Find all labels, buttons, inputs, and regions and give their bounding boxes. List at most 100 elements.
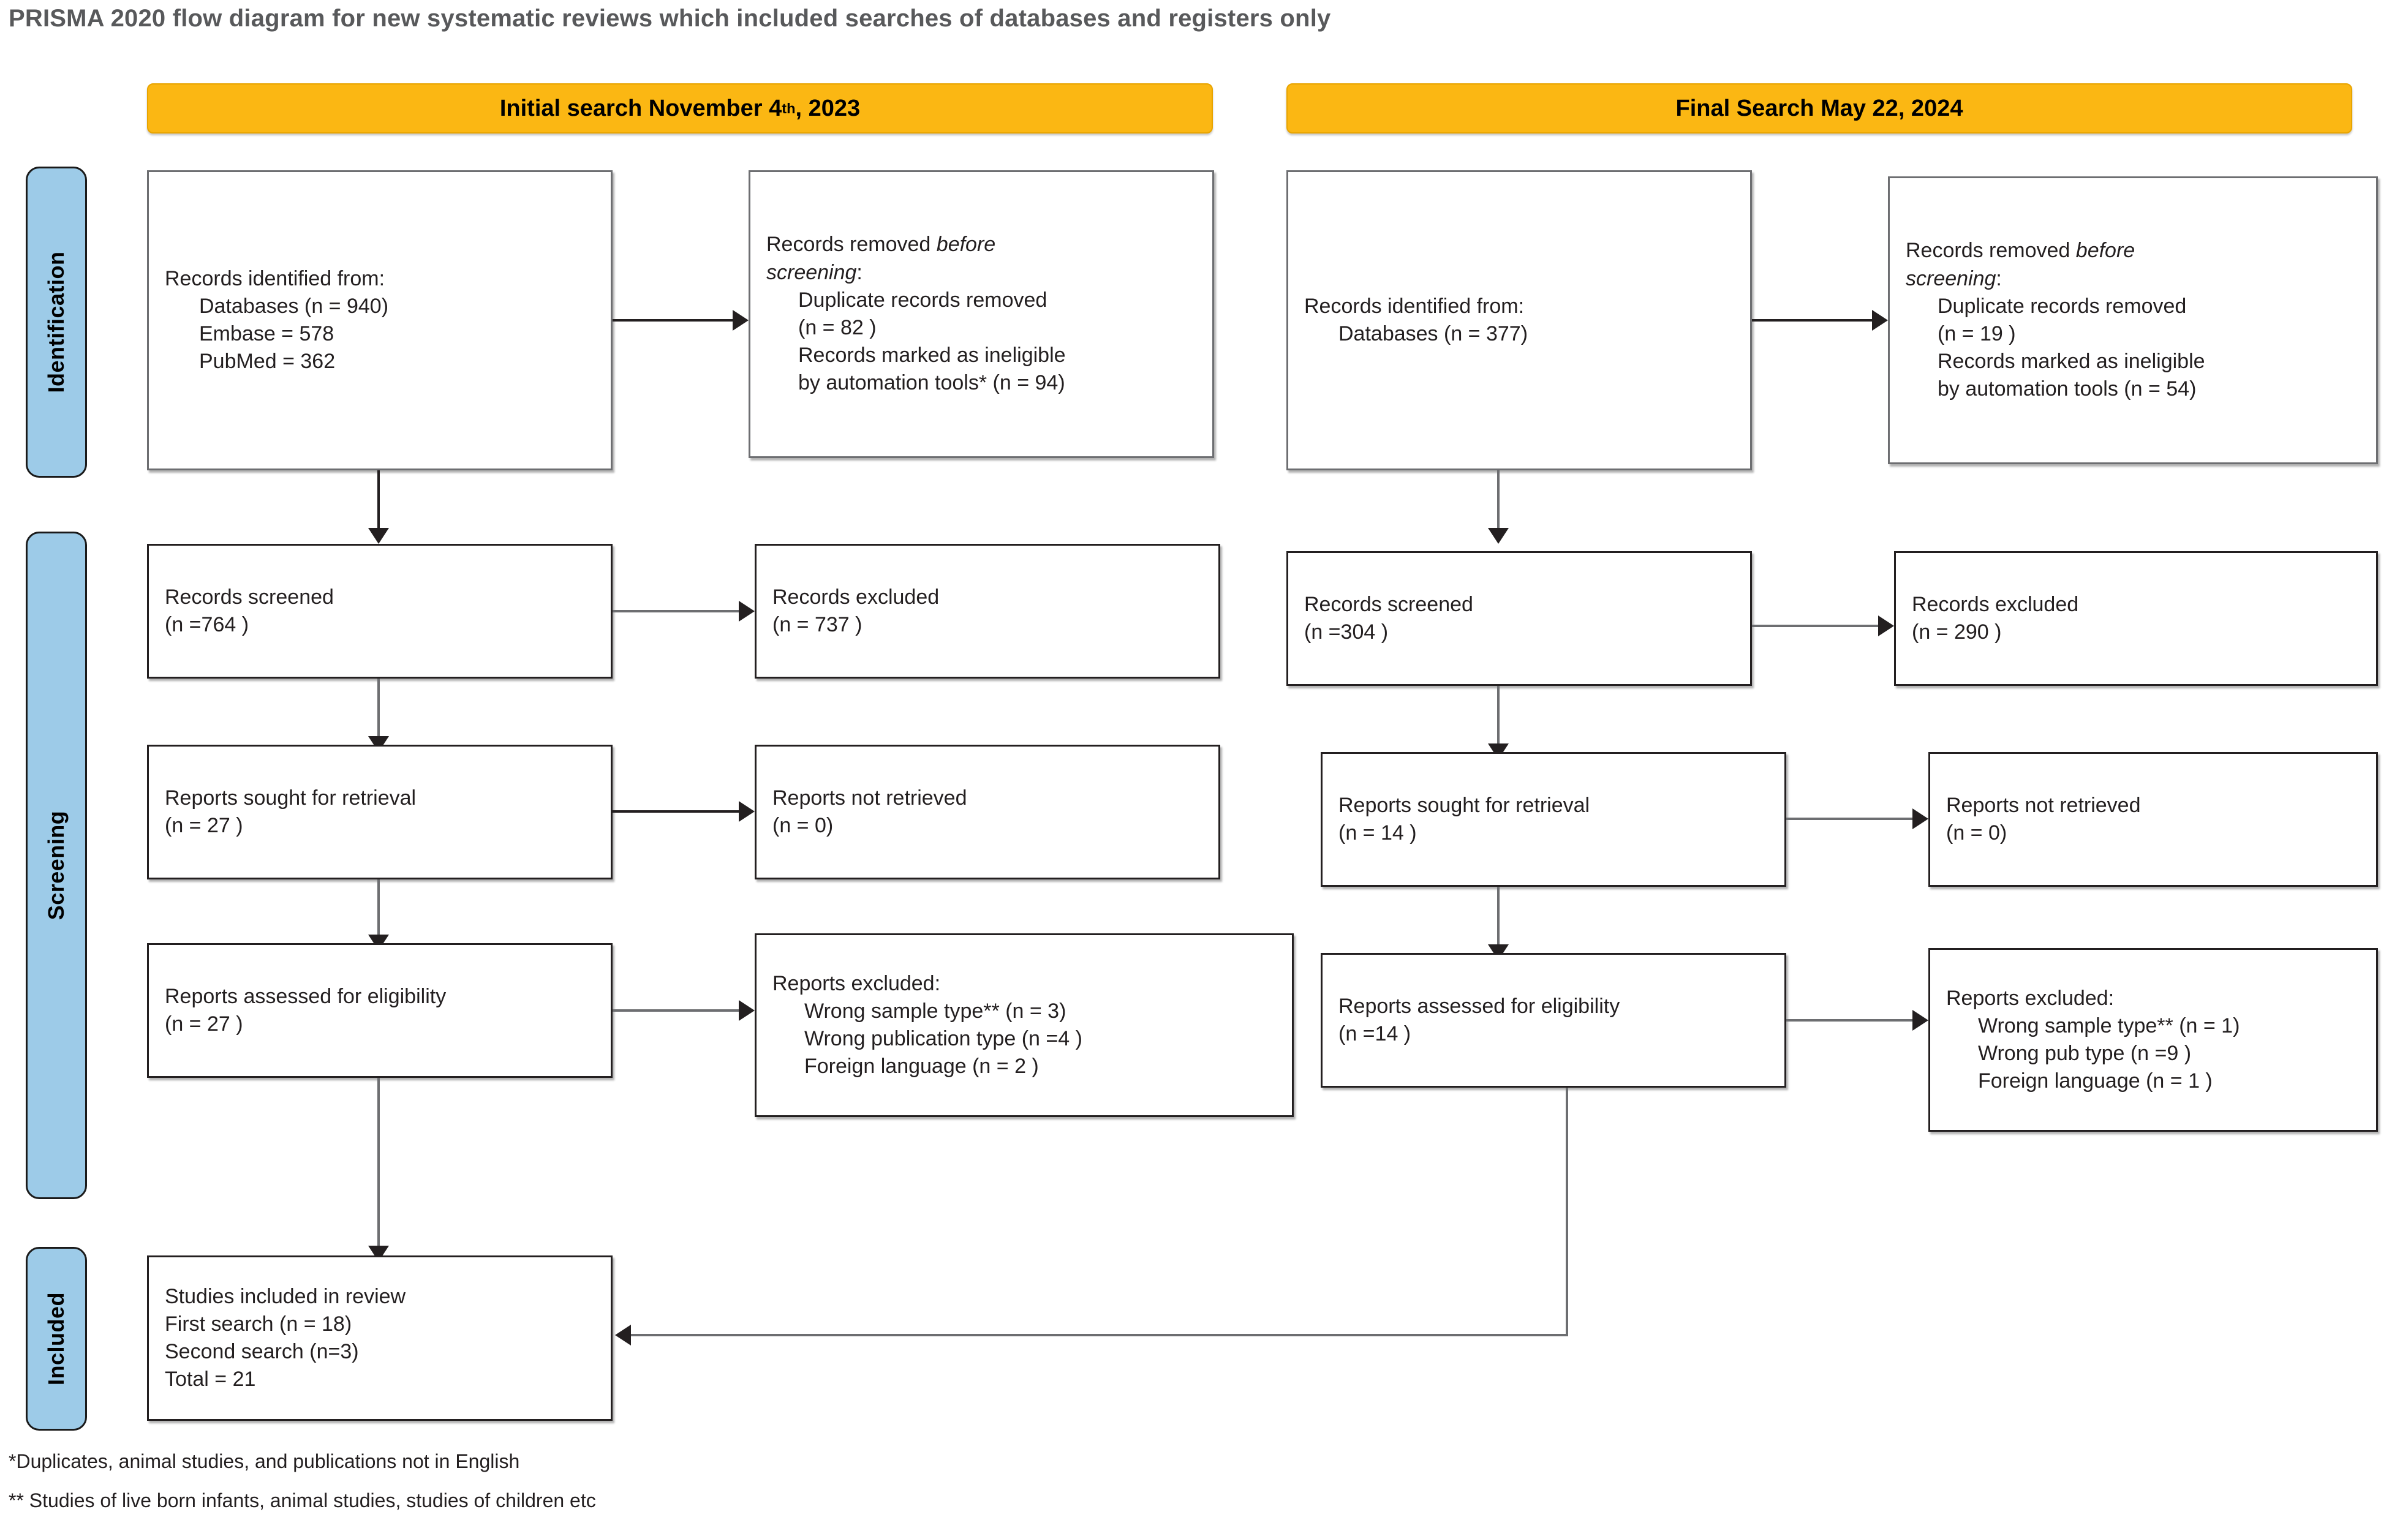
box-left-records-screened: Records screened (n =764 ) [147, 544, 613, 679]
right-screened-line-1: Records screened [1304, 592, 1473, 616]
stage-screening-label: Screening [43, 810, 69, 920]
stage-included-label: Included [43, 1292, 69, 1386]
arrowhead-left-identified-to-screened [368, 528, 389, 544]
right-removed-line-6: by automation tools (n = 54) [1938, 377, 2197, 401]
arrowhead-right-identified-to-removed [1872, 310, 1888, 331]
left-removed-line-5: Records marked as ineligible [798, 344, 1066, 367]
box-left-records-removed: Records removed before screening: Duplic… [749, 170, 1214, 458]
stage-identification: Identification [26, 167, 87, 478]
left-records-excluded-line-1: Records excluded [772, 585, 940, 609]
column-header-final-search: Final Search May 22, 2024 [1286, 83, 2352, 134]
box-left-records-identified: Records identified from: Databases (n = … [147, 170, 613, 470]
right-reports-excluded-line-3: Wrong pub type (n =9 ) [1978, 1042, 2192, 1065]
left-reports-excluded-line-4: Foreign language (n = 2 ) [804, 1055, 1039, 1078]
right-removed-line-2: screening: [1906, 266, 2002, 290]
right-not-retrieved-line-1: Reports not retrieved [1946, 793, 2141, 817]
connector-right-assessed-to-included-horizontal [631, 1334, 1568, 1336]
box-studies-included: Studies included in review First search … [147, 1255, 613, 1421]
connector-left-screened-to-sought [377, 679, 380, 740]
left-assessed-line-2: (n = 27 ) [165, 1012, 243, 1036]
left-records-excluded-line-2: (n = 737 ) [772, 613, 862, 636]
left-screened-line-1: Records screened [165, 585, 334, 609]
column-header-initial-search-suffix: , 2023 [795, 95, 861, 121]
included-line-2: First search (n = 18) [165, 1312, 352, 1336]
connector-left-assessed-to-included [377, 1078, 380, 1249]
connector-right-assessed-to-included-vertical [1566, 1088, 1568, 1336]
left-identified-line-1: Records identified from: [165, 266, 385, 290]
box-left-reports-excluded-detail: Reports excluded: Wrong sample type** (n… [755, 933, 1294, 1117]
right-removed-line-3: Duplicate records removed [1938, 294, 2187, 318]
arrowhead-right-sought-to-not-retrieved [1912, 808, 1928, 829]
connector-left-sought-to-not-retrieved [613, 810, 742, 813]
box-right-reports-excluded-detail: Reports excluded: Wrong sample type** (n… [1928, 948, 2378, 1132]
column-header-initial-search-prefix: Initial search November 4 [499, 95, 782, 121]
right-not-retrieved-line-2: (n = 0) [1946, 821, 2007, 845]
included-line-3: Second search (n=3) [165, 1340, 359, 1363]
footnote-double-asterisk: ** Studies of live born infants, animal … [9, 1489, 596, 1511]
box-left-records-excluded: Records excluded (n = 737 ) [755, 544, 1220, 679]
left-identified-line-3: Embase = 578 [199, 322, 334, 345]
box-right-records-screened: Records screened (n =304 ) [1286, 551, 1752, 686]
right-removed-line-5: Records marked as ineligible [1938, 350, 2205, 374]
stage-screening: Screening [26, 532, 87, 1199]
right-removed-line-4: (n = 19 ) [1938, 322, 2016, 345]
left-removed-line-3: Duplicate records removed [798, 288, 1047, 312]
left-removed-line-4: (n = 82 ) [798, 316, 877, 339]
right-identified-line-2: Databases (n = 377) [1338, 322, 1528, 345]
column-header-final-search-label: Final Search May 22, 2024 [1675, 95, 1963, 121]
left-removed-line-2: screening: [766, 260, 862, 284]
connector-right-sought-to-assessed [1497, 887, 1500, 948]
connector-left-identified-to-screened [377, 470, 380, 532]
right-assessed-line-1: Reports assessed for eligibility [1338, 994, 1620, 1018]
box-right-records-identified: Records identified from: Databases (n = … [1286, 170, 1752, 470]
included-line-1: Studies included in review [165, 1284, 406, 1308]
connector-right-identified-to-removed [1752, 319, 1874, 322]
left-sought-line-1: Reports sought for retrieval [165, 786, 417, 810]
arrowhead-right-assessed-to-included [615, 1325, 631, 1345]
left-screened-line-2: (n =764 ) [165, 613, 249, 636]
left-identified-line-2: Databases (n = 940) [199, 294, 389, 318]
right-reports-excluded-line-1: Reports excluded: [1946, 986, 2115, 1010]
arrowhead-right-screened-to-excluded [1878, 615, 1894, 636]
connector-left-sought-to-assessed [377, 879, 380, 938]
box-right-reports-sought: Reports sought for retrieval (n = 14 ) [1321, 752, 1786, 887]
right-records-excluded-line-1: Records excluded [1912, 592, 2079, 616]
stage-included: Included [26, 1247, 87, 1431]
arrowhead-left-assessed-to-reports-excluded [739, 1000, 755, 1021]
left-identified-line-4: PubMed = 362 [199, 350, 336, 374]
connector-right-identified-to-screened [1497, 470, 1500, 532]
box-right-records-excluded: Records excluded (n = 290 ) [1894, 551, 2378, 686]
connector-left-screened-to-excluded [613, 610, 742, 612]
page-title: PRISMA 2020 flow diagram for new systema… [9, 5, 1331, 32]
box-left-reports-assessed: Reports assessed for eligibility (n = 27… [147, 943, 613, 1078]
box-left-reports-sought: Reports sought for retrieval (n = 27 ) [147, 745, 613, 879]
left-assessed-line-1: Reports assessed for eligibility [165, 984, 447, 1008]
left-reports-excluded-line-3: Wrong publication type (n =4 ) [804, 1027, 1082, 1050]
box-right-records-removed: Records removed before screening: Duplic… [1888, 176, 2378, 464]
left-reports-excluded-line-2: Wrong sample type** (n = 3) [804, 999, 1066, 1023]
right-records-excluded-line-2: (n = 290 ) [1912, 620, 2002, 644]
footnote-single-asterisk: *Duplicates, animal studies, and publica… [9, 1450, 520, 1472]
included-line-4: Total = 21 [165, 1368, 256, 1391]
connector-right-assessed-to-reports-excluded [1786, 1019, 1916, 1022]
box-left-reports-not-retrieved: Reports not retrieved (n = 0) [755, 745, 1220, 879]
arrowhead-right-assessed-to-reports-excluded [1912, 1010, 1928, 1031]
connector-right-sought-to-not-retrieved [1786, 818, 1916, 820]
arrowhead-left-screened-to-excluded [739, 601, 755, 622]
arrowhead-right-identified-to-screened [1488, 528, 1509, 544]
arrowhead-left-sought-to-not-retrieved [739, 801, 755, 822]
left-reports-excluded-line-1: Reports excluded: [772, 971, 941, 995]
right-screened-line-2: (n =304 ) [1304, 620, 1389, 644]
left-sought-line-2: (n = 27 ) [165, 814, 243, 837]
connector-right-screened-to-sought [1497, 686, 1500, 747]
connector-right-screened-to-excluded [1752, 625, 1882, 627]
right-assessed-line-2: (n =14 ) [1338, 1022, 1411, 1045]
left-not-retrieved-line-1: Reports not retrieved [772, 786, 967, 810]
right-sought-line-1: Reports sought for retrieval [1338, 793, 1590, 817]
right-reports-excluded-line-4: Foreign language (n = 1 ) [1978, 1069, 2213, 1093]
right-sought-line-2: (n = 14 ) [1338, 821, 1417, 845]
right-identified-line-1: Records identified from: [1304, 294, 1525, 318]
stage-identification-label: Identification [43, 251, 69, 393]
